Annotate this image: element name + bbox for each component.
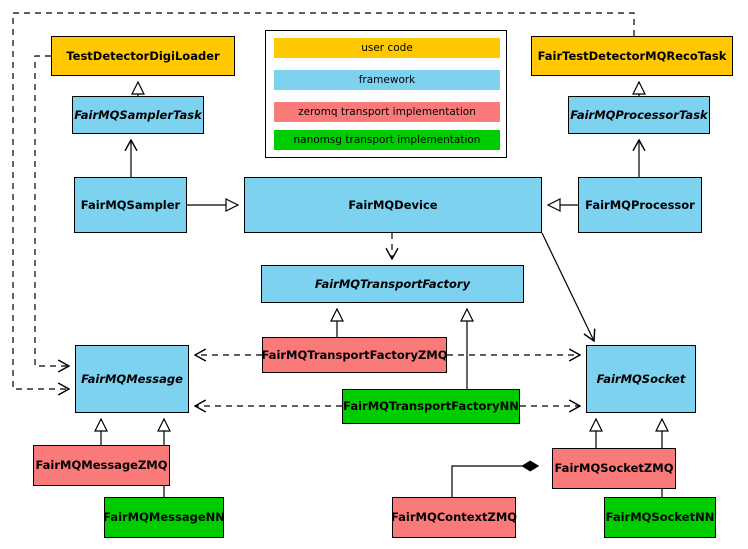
legend-item-user-code: user code xyxy=(274,38,500,58)
class-node-fairtestdetectormqrecotask[interactable]: FairTestDetectorMQRecoTask xyxy=(531,36,733,76)
class-node-testdetectordigiloader[interactable]: TestDetectorDigiLoader xyxy=(51,36,235,76)
class-node-fairmqmessagezmq[interactable]: FairMQMessageZMQ xyxy=(33,445,170,486)
class-node-fairmqtransportfactorynn[interactable]: FairMQTransportFactoryNN xyxy=(342,389,520,424)
class-node-fairmqprocessortask[interactable]: FairMQProcessorTask xyxy=(568,96,710,134)
class-node-fairmqmessagenn[interactable]: FairMQMessageNN xyxy=(103,497,225,538)
class-node-fairmqsocketnn[interactable]: FairMQSocketNN xyxy=(604,497,716,538)
class-node-fairmqmessage[interactable]: FairMQMessage xyxy=(75,345,189,413)
class-node-fairmqprocessor[interactable]: FairMQProcessor xyxy=(578,177,702,233)
class-node-fairmqsamplertask[interactable]: FairMQSamplerTask xyxy=(72,96,204,134)
class-node-fairmqdevice[interactable]: FairMQDevice xyxy=(244,177,542,233)
class-node-fairmqsampler[interactable]: FairMQSampler xyxy=(74,177,187,233)
edge-device-socket xyxy=(541,232,594,341)
legend-label-zeromq: zeromq transport implementation xyxy=(298,106,476,118)
legend-item-nanomsg: nanomsg transport implementation xyxy=(274,130,500,150)
edge-digiloader-message xyxy=(34,55,69,366)
legend-item-framework: framework xyxy=(274,70,500,90)
class-node-fairmqcontextzmq[interactable]: FairMQContextZMQ xyxy=(391,497,517,538)
class-node-fairmqsocketzmq[interactable]: FairMQSocketZMQ xyxy=(552,448,676,489)
edge-contextzmq-socketzmq xyxy=(451,466,538,497)
class-node-fairmqsocket[interactable]: FairMQSocket xyxy=(586,345,696,413)
legend-label-nanomsg: nanomsg transport implementation xyxy=(293,134,481,146)
edge-recotask-message xyxy=(12,12,635,389)
class-node-fairmqtransportfactoryzmq[interactable]: FairMQTransportFactoryZMQ xyxy=(262,337,448,373)
legend-label-user-code: user code xyxy=(361,42,413,54)
legend-item-zeromq: zeromq transport implementation xyxy=(274,102,500,122)
class-node-fairmqtransportfactory[interactable]: FairMQTransportFactory xyxy=(261,265,524,303)
legend-panel: user code framework zeromq transport imp… xyxy=(265,30,507,158)
legend-label-framework: framework xyxy=(358,74,416,86)
